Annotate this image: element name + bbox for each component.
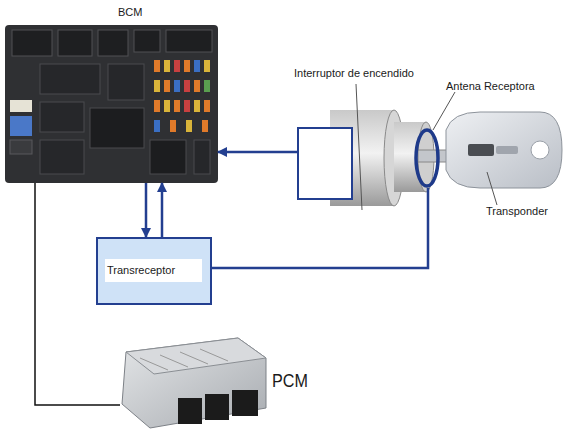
ignition-switch: Interruptor de encendido bbox=[297, 127, 353, 200]
node-label: Interruptor de encendido bbox=[294, 67, 414, 79]
node-label: BCM bbox=[118, 6, 142, 18]
bcm-unit bbox=[5, 25, 218, 183]
connector-line bbox=[145, 183, 148, 237]
bcm-module: BCM bbox=[5, 25, 218, 183]
transceiver-box: Transreceptor bbox=[96, 237, 212, 305]
connector-line bbox=[161, 183, 164, 237]
node-label: Transreceptor bbox=[105, 259, 202, 282]
transponder-key bbox=[418, 112, 562, 188]
leader-line bbox=[356, 84, 362, 210]
antenna-ring bbox=[414, 128, 440, 188]
node-label: PCM bbox=[272, 370, 308, 392]
leader-line bbox=[487, 172, 497, 205]
connector-line bbox=[218, 151, 297, 154]
node-label: Antena Receptora bbox=[446, 80, 535, 92]
connector-line bbox=[212, 188, 428, 268]
pcm-unit bbox=[122, 338, 266, 428]
receiver-antenna: Antena Receptora bbox=[414, 128, 440, 188]
antenna-ring-outline bbox=[416, 130, 438, 186]
part-label: Transponder bbox=[486, 205, 548, 217]
pcm-module: PCM bbox=[120, 338, 268, 431]
leader-line bbox=[433, 92, 455, 130]
connector-line bbox=[35, 183, 120, 405]
